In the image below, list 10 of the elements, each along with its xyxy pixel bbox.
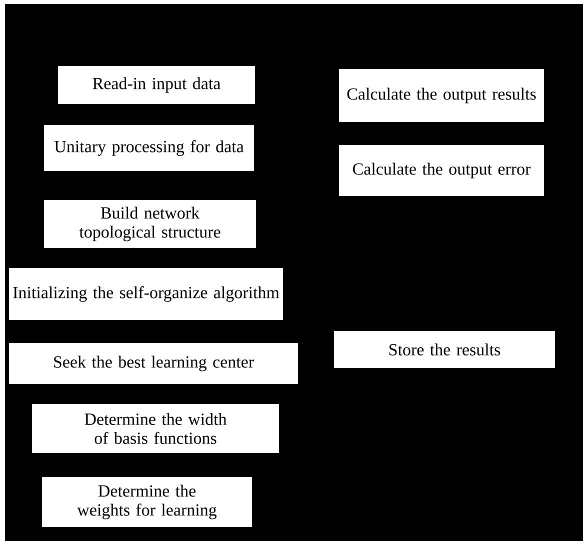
process-box: Initializing the self-organize algorithm bbox=[9, 268, 283, 320]
process-box: Calculate the output error bbox=[339, 145, 544, 196]
process-box: Build network topological structure bbox=[44, 200, 256, 248]
process-box: Determine the weights for learning bbox=[42, 477, 252, 527]
process-box: Unitary processing for data bbox=[44, 125, 254, 171]
process-box: Determine the width of basis functions bbox=[32, 404, 279, 453]
process-box: Seek the best learning center bbox=[9, 343, 298, 384]
process-box: Read-in input data bbox=[58, 66, 255, 104]
process-box: Calculate the output results bbox=[339, 69, 544, 122]
process-box: Store the results bbox=[334, 331, 555, 368]
